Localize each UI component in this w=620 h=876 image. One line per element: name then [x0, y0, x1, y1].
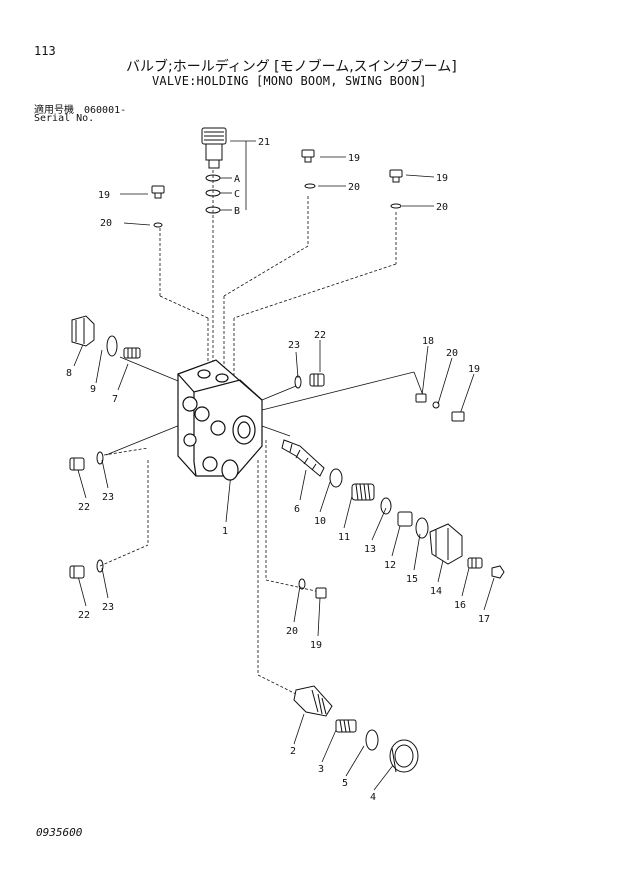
callout-2: 2 — [290, 746, 296, 757]
callout-6: 6 — [294, 504, 300, 515]
callout-18: 18 — [422, 336, 434, 347]
leader-lines — [73, 140, 495, 791]
callout-19: 19 — [310, 640, 322, 651]
parts-22-23-left — [69, 451, 104, 579]
callout-20: 20 — [446, 348, 458, 359]
callout-5: 5 — [342, 778, 348, 789]
callout-1: 1 — [222, 526, 228, 537]
callout-13: 13 — [364, 544, 376, 555]
callout-22: 22 — [314, 330, 326, 341]
callout-17: 17 — [478, 614, 490, 625]
title-japanese: バルブ;ホールディング [モノブーム,スイングブーム] — [126, 59, 457, 75]
title-english: VALVE:HOLDING [MONO BOOM, SWING BOON] — [152, 74, 427, 88]
callout-b: B — [234, 206, 240, 217]
page-number: 113 — [34, 44, 56, 58]
callout-23: 23 — [102, 492, 114, 503]
callout-20: 20 — [286, 626, 298, 637]
o-rings-a-c-b — [205, 174, 221, 214]
callout-19: 19 — [436, 173, 448, 184]
callout-a: A — [234, 174, 240, 185]
serial-label-english: Serial No. — [34, 113, 95, 124]
parts-20-19-lower — [298, 578, 327, 599]
callout-3: 3 — [318, 764, 324, 775]
parts-23-22-upper — [294, 373, 325, 389]
callout-22: 22 — [78, 502, 90, 513]
lower-assembly — [293, 685, 419, 773]
callout-12: 12 — [384, 560, 396, 571]
callout-labels: 21 A C B 19 20 19 20 19 20 8 9 7 23 22 1… — [66, 137, 490, 803]
callout-c: C — [234, 189, 240, 200]
part-21-fitting — [201, 127, 227, 169]
callout-23: 23 — [102, 602, 114, 613]
callout-20: 20 — [100, 218, 112, 229]
drawing-number: 0935600 — [36, 826, 83, 839]
callout-21: 21 — [258, 137, 270, 148]
callout-16: 16 — [454, 600, 466, 611]
serial-label-japanese: 適用号機 — [34, 105, 74, 116]
callout-9: 9 — [90, 384, 96, 395]
parts-8-9-7 — [71, 315, 141, 359]
serial-value: 060001- — [84, 105, 127, 116]
callout-14: 14 — [430, 586, 442, 597]
callout-19: 19 — [348, 153, 360, 164]
callout-20: 20 — [348, 182, 360, 193]
callout-23: 23 — [288, 340, 300, 351]
callout-19: 19 — [98, 190, 110, 201]
parts-18-20-19 — [415, 393, 465, 422]
callout-7: 7 — [112, 394, 118, 405]
callout-8: 8 — [66, 368, 72, 379]
callout-19: 19 — [468, 364, 480, 375]
callout-11: 11 — [338, 532, 350, 543]
spool-assembly — [281, 439, 505, 579]
callout-10: 10 — [314, 516, 326, 527]
plug-19-group — [151, 149, 403, 228]
callout-20: 20 — [436, 202, 448, 213]
valve-body-part-1 — [177, 359, 263, 481]
callout-4: 4 — [370, 792, 376, 803]
callout-22: 22 — [78, 610, 90, 621]
callout-15: 15 — [406, 574, 418, 585]
